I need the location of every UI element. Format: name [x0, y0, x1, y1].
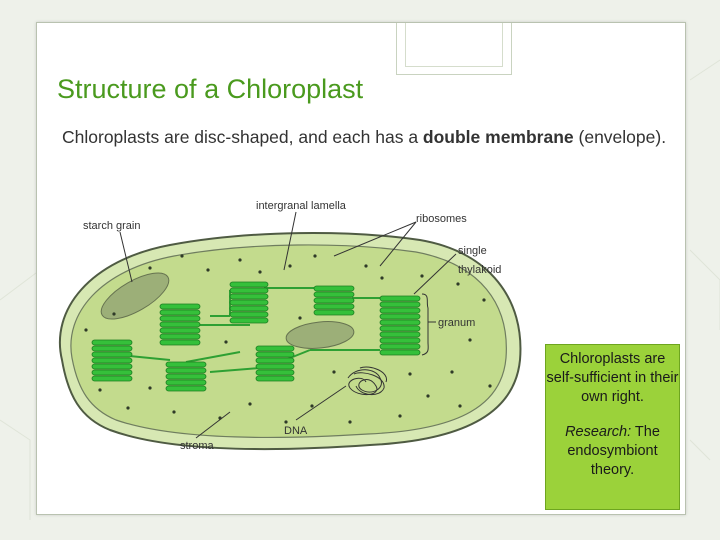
decorative-frame [396, 23, 512, 75]
callout-research-text: The endosymbiont theory. [567, 424, 660, 478]
intro-text-start: Chloroplasts are disc-shaped, and each h… [62, 127, 423, 147]
label-dna: DNA [284, 425, 308, 437]
starch-grain-2 [285, 321, 355, 349]
intro-text-bold: double membrane [422, 127, 574, 147]
granum-4 [159, 303, 201, 346]
label-granum: granum [438, 317, 475, 329]
leader-lines [119, 211, 457, 439]
intro-text-end: (envelope). [573, 127, 667, 147]
granum-5 [91, 339, 133, 382]
granum-7 [255, 345, 295, 382]
label-starch-grain: starch grain [83, 220, 140, 232]
label-intergranal-lamella: intergranal lamella [256, 200, 347, 212]
lamellae [119, 287, 380, 373]
label-single: single [458, 245, 487, 257]
granum-bracket [421, 293, 429, 356]
label-stroma: stroma [180, 440, 215, 452]
granum-3 [379, 295, 421, 356]
ribosomes-dots [84, 254, 492, 424]
slide-title: Structure of a Chloroplast [57, 74, 364, 104]
callout-research-label: Research: [565, 424, 632, 440]
callout-box: Chloroplasts are self-sufficient in thei… [545, 344, 680, 510]
chloroplast-diagram: intergranal lamella starch grain ribosom… [58, 200, 522, 452]
label-thylakoid: thylakoid [458, 264, 501, 276]
granum-2 [313, 285, 355, 316]
granum-1 [229, 281, 269, 324]
callout-research: Research: The endosymbiont theory. [546, 423, 679, 480]
intro-text: Chloroplasts are disc-shaped, and each h… [62, 126, 672, 149]
decorative-frame-inner [405, 23, 503, 67]
starch-grain [100, 272, 170, 320]
granum-6 [165, 361, 207, 392]
dna-strand [347, 366, 387, 395]
callout-text: Chloroplasts are self-sufficient in thei… [546, 351, 679, 405]
label-ribosomes: ribosomes [416, 213, 467, 225]
